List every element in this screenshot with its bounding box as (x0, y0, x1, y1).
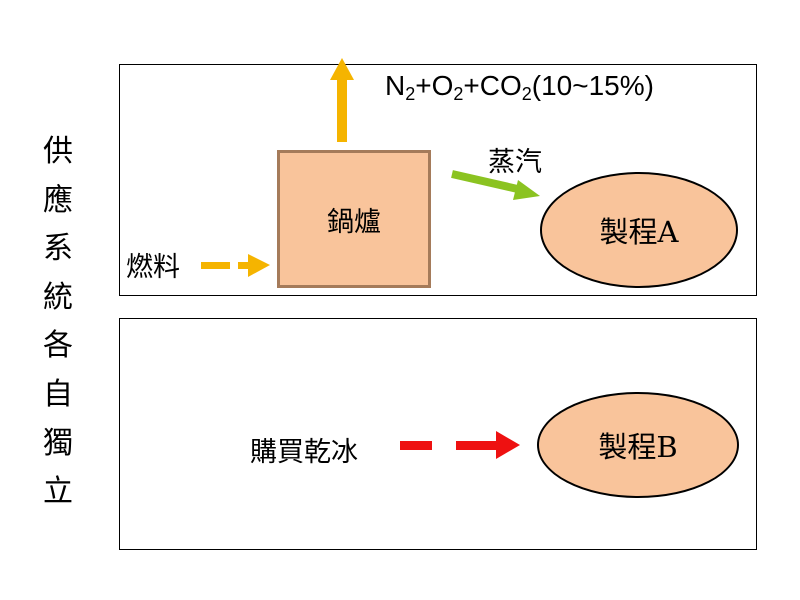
exhaust-n: N (385, 70, 406, 101)
side-title-char: 自 (43, 376, 73, 412)
process-a-label: 製程A (599, 215, 679, 249)
side-title-char: 供 (43, 134, 73, 169)
exhaust-o: O (431, 70, 454, 101)
process-b-node: 製程B (537, 392, 739, 498)
exhaust-percentage: (10~15%) (531, 70, 654, 101)
side-title: 供 應 系 統 各 自 獨 立 (38, 128, 78, 517)
exhaust-gas-label: N2+O2+CO2(10~15%) (385, 70, 654, 105)
side-title-char: 立 (43, 474, 73, 510)
exhaust-n-sub: 2 (405, 84, 416, 104)
side-title-char: 各 (43, 328, 73, 364)
exhaust-plus: + (463, 70, 480, 101)
side-title-char: 系 (43, 231, 73, 267)
side-title-char: 應 (43, 182, 73, 218)
exhaust-co: CO (479, 70, 522, 101)
exhaust-o-sub: 2 (453, 84, 464, 104)
process-a-node: 製程A (540, 172, 738, 288)
boiler-node: 鍋爐 (277, 150, 431, 288)
exhaust-co-sub: 2 (521, 84, 532, 104)
boiler-label: 鍋爐 (327, 206, 381, 238)
steam-label: 蒸汽 (488, 147, 542, 178)
side-title-char: 獨 (43, 425, 73, 461)
fuel-label: 燃料 (126, 252, 180, 283)
exhaust-plus: + (415, 70, 432, 101)
process-b-label: 製程B (598, 430, 678, 464)
side-title-char: 統 (43, 279, 73, 315)
dry-ice-label: 購買乾冰 (250, 437, 358, 468)
